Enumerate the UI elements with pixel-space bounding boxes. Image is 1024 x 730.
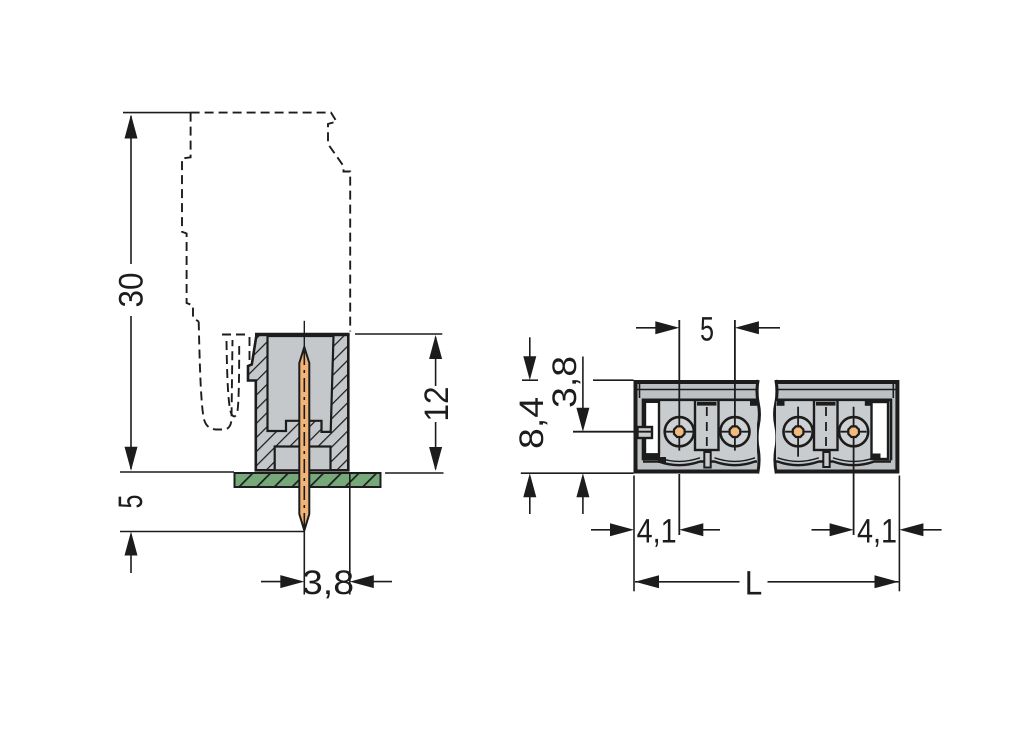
svg-text:30: 30	[113, 273, 151, 308]
svg-text:8,4: 8,4	[513, 397, 551, 449]
svg-text:3,8: 3,8	[546, 356, 584, 408]
svg-text:4,1: 4,1	[637, 512, 677, 550]
svg-text:5: 5	[112, 495, 150, 509]
svg-text:4,1: 4,1	[857, 512, 897, 550]
svg-text:L: L	[745, 564, 763, 602]
svg-text:5: 5	[700, 310, 714, 348]
svg-text:3,8: 3,8	[302, 564, 354, 602]
svg-text:12: 12	[418, 387, 456, 422]
